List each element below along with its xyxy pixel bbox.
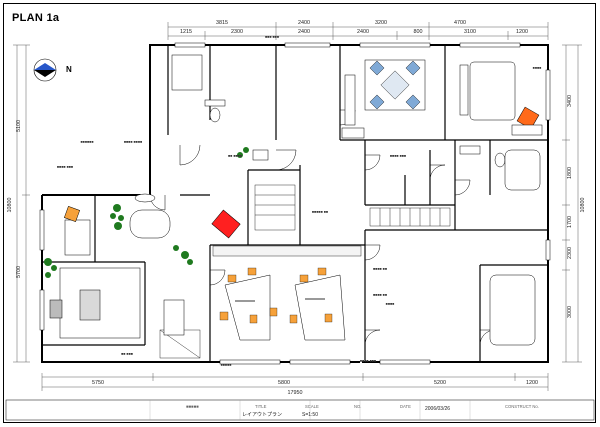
dimension-label: 2300 bbox=[231, 29, 243, 35]
title-block-label-no: NO. bbox=[354, 404, 361, 409]
dimension-label: 1200 bbox=[516, 29, 528, 35]
room-label: ■■■■ ■■■ bbox=[360, 359, 376, 363]
title-block-label-scale: SCALE bbox=[305, 404, 319, 409]
room-label: ■■■■ bbox=[533, 66, 542, 70]
title-block-title-value: レイアウトプラン bbox=[242, 411, 282, 418]
room-label: ■■■■ ■■ bbox=[373, 293, 387, 297]
dimension-label: 5200 bbox=[434, 380, 446, 386]
title-block-label-1: ■■■■■ bbox=[186, 404, 199, 409]
dimension-label: 3815 bbox=[216, 20, 228, 26]
room-label: ■■■■ ■■ bbox=[373, 267, 387, 271]
title-block: ■■■■■ TITLE レイアウトプラン SCALE S=1:50 NO. DA… bbox=[5, 399, 595, 421]
storage-units bbox=[159, 184, 451, 359]
dimension-label: 5800 bbox=[278, 380, 290, 386]
title-block-label-date: DATE bbox=[400, 404, 411, 409]
room-label: ■■ ■■■■ bbox=[228, 154, 242, 158]
dimension-label: 800 bbox=[414, 29, 423, 35]
dimension-label: 5750 bbox=[92, 380, 104, 386]
dimension-label: 2400 bbox=[298, 20, 310, 26]
room-label: ■■■ ■■■ bbox=[265, 35, 279, 39]
dimension-label: 3000 bbox=[567, 306, 573, 318]
room-label: ■■■■ ■■■ bbox=[390, 154, 406, 158]
room-label: ■■■■ ■■■■ bbox=[124, 140, 142, 144]
lounge-furniture bbox=[49, 193, 185, 339]
room-label: ■■■■ ■■■ bbox=[57, 165, 73, 169]
dimension-label: 1700 bbox=[567, 216, 573, 228]
meeting-table-top bbox=[364, 59, 426, 111]
dimension-label: 4700 bbox=[454, 20, 466, 26]
interior-walls bbox=[42, 45, 548, 362]
room-label: ■■■■ bbox=[386, 302, 395, 306]
dimension-label: 1800 bbox=[567, 167, 573, 179]
room-label: ■■ ■■■ bbox=[121, 352, 133, 356]
plumbing-fixtures bbox=[171, 54, 541, 346]
dimension-label: 5700 bbox=[16, 266, 22, 278]
title-block-scale-value: S=1:50 bbox=[302, 412, 318, 418]
room-label: ■■■■■■ bbox=[80, 140, 93, 144]
title-block-label-title: TITLE bbox=[255, 404, 267, 409]
decorative-plants bbox=[44, 147, 249, 278]
room-label-texts: ■■■■ ■■■■■■■ ■■■■■■■■■■■■■ ■■■■■ ■■■■■■■… bbox=[57, 35, 541, 367]
room-label: ■■■■■ ■■ bbox=[312, 210, 328, 214]
dimension-label: 3400 bbox=[567, 95, 573, 107]
north-label: N bbox=[66, 65, 72, 74]
north-arrow-icon: N bbox=[33, 58, 72, 82]
dimension-label: 3100 bbox=[464, 29, 476, 35]
plan-title: PLAN 1a bbox=[12, 12, 60, 24]
office-desks bbox=[219, 267, 346, 341]
dimension-lines bbox=[13, 22, 582, 391]
dimension-label: 2400 bbox=[357, 29, 369, 35]
sheet-frame bbox=[3, 3, 596, 423]
dimension-label: 1215 bbox=[180, 29, 192, 35]
title-block-date-value: 2006/03/26 bbox=[425, 406, 450, 412]
red-reference-marker bbox=[211, 209, 241, 239]
dimension-label: 3200 bbox=[375, 20, 387, 26]
dimension-label: 2400 bbox=[298, 29, 310, 35]
room-label: ■■■■■ bbox=[221, 363, 232, 367]
title-block-label-construct: CONSTRUCT No. bbox=[505, 404, 539, 409]
dimension-label: 10800 bbox=[580, 198, 586, 213]
windows bbox=[39, 42, 551, 365]
dimension-label: 17950 bbox=[288, 390, 303, 396]
dimension-label: 1200 bbox=[526, 380, 538, 386]
dimension-label: 5100 bbox=[16, 120, 22, 132]
dimension-label: 10800 bbox=[7, 198, 13, 213]
dimension-texts: 3815 2400 3200 4700 1215 2300 2400 2400 800 3100 1… bbox=[7, 20, 586, 396]
director-room-furniture bbox=[459, 61, 543, 136]
dimension-label: 2300 bbox=[567, 247, 573, 259]
